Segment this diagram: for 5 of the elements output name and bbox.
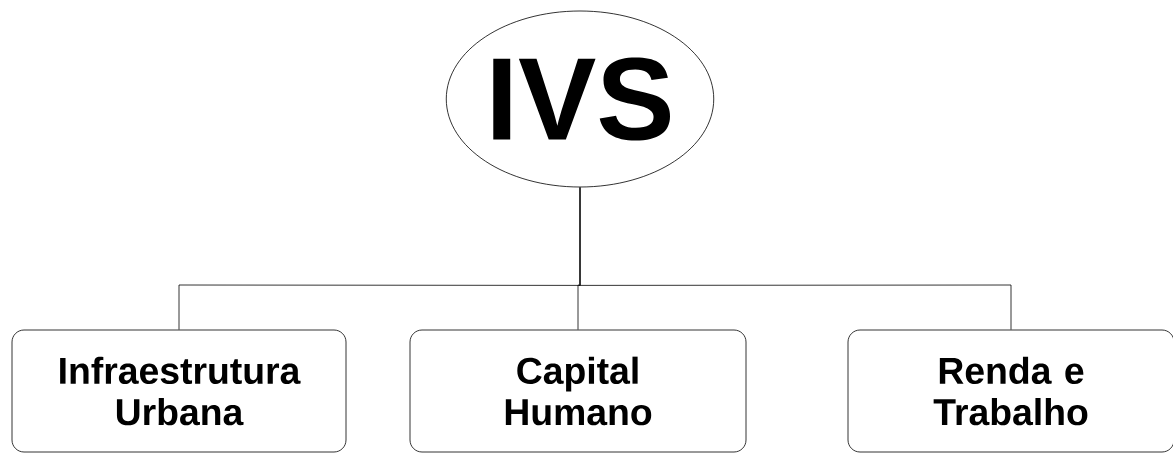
connector-line [579, 187, 1012, 330]
category-box: Infraestrutura Urbana [11, 329, 347, 453]
ellipse-node: IVS [445, 10, 715, 188]
category-box: Capital Humano [409, 329, 747, 453]
category-box: Renda e Trabalho [847, 329, 1173, 453]
